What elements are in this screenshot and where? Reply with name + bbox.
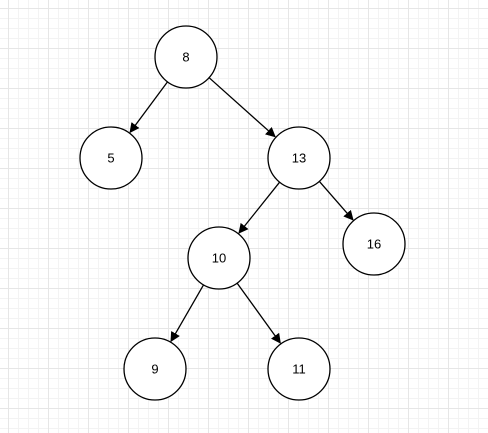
edge-n10-n9 [170, 284, 205, 343]
node-label: 8 [182, 50, 189, 65]
node-circle [79, 126, 143, 190]
node-circle [187, 226, 251, 290]
edge-n13-n10 [238, 181, 281, 234]
node-label: 10 [212, 251, 226, 266]
node-label: 9 [151, 362, 158, 377]
node-label: 13 [292, 151, 306, 166]
node-label: 11 [292, 362, 306, 377]
tree-node-16: 16 [342, 212, 406, 276]
node-circle [267, 337, 331, 401]
edge-n10-n11 [236, 282, 281, 344]
node-label: 5 [107, 151, 114, 166]
node-label: 16 [367, 237, 381, 252]
edge-layer [129, 77, 354, 344]
node-circle [154, 25, 218, 89]
edge-n8-n13 [208, 77, 276, 138]
tree-node-5: 5 [79, 126, 143, 190]
tree-node-13: 13 [267, 126, 331, 190]
tree-node-11: 11 [267, 337, 331, 401]
node-circle [123, 337, 187, 401]
tree-node-10: 10 [187, 226, 251, 290]
node-layer: 8 5 13 10 16 9 11 [79, 25, 406, 401]
edge-n8-n5 [129, 81, 169, 134]
tree-node-9: 9 [123, 337, 187, 401]
node-circle [267, 126, 331, 190]
node-circle [342, 212, 406, 276]
edge-n13-n16 [318, 180, 354, 221]
tree-node-8: 8 [154, 25, 218, 89]
